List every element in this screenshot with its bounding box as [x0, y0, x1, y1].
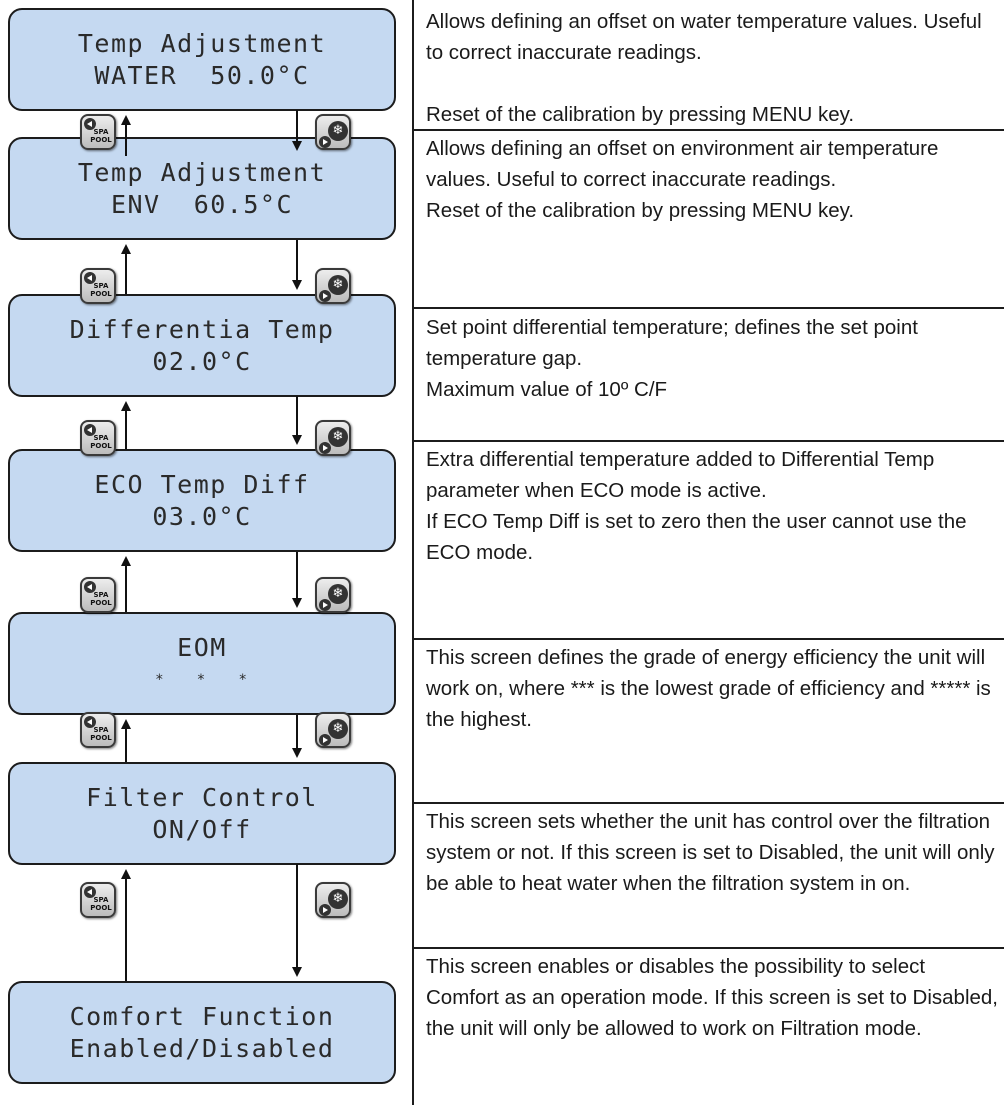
description-text: This screen sets whether the unit has co…	[426, 810, 995, 895]
table-row-divider	[412, 638, 1004, 640]
lcd-line-2: WATER 50.0°C	[94, 60, 310, 90]
description-zero-note: If ECO Temp Diff is set to zero then the…	[426, 510, 967, 564]
lcd-line-1: Differentia Temp	[69, 314, 335, 344]
lcd-line-1: Filter Control	[86, 782, 318, 812]
lcd-screen-water-temp-adjustment: Temp Adjustment WATER 50.0°C	[8, 8, 396, 111]
lcd-line-1: Temp Adjustment	[77, 157, 327, 187]
description-water-temp-adjustment: Allows defining an offset on water tempe…	[426, 6, 998, 130]
snowflake-key-icon: ❄	[315, 114, 351, 150]
description-comfort-function: This screen enables or disables the poss…	[426, 951, 998, 1044]
lcd-line-2: 02.0°C	[152, 346, 252, 376]
spa-pool-key-icon: SPA POOL	[80, 882, 116, 918]
description-reset-note: Reset of the calibration by pressing MEN…	[426, 199, 855, 222]
description-eom: This screen defines the grade of energy …	[426, 642, 998, 735]
lcd-screen-env-temp-adjustment: Temp Adjustment ENV 60.5°C	[8, 137, 396, 240]
lcd-screen-differential-temp: Differentia Temp 02.0°C	[8, 294, 396, 397]
description-eco-temp-diff: Extra differential temperature added to …	[426, 444, 998, 568]
snowflake-key-icon: ❄	[315, 577, 351, 613]
snowflake-key-icon: ❄	[315, 420, 351, 456]
table-row-divider	[412, 802, 1004, 804]
description-text: This screen defines the grade of energy …	[426, 646, 991, 731]
spa-pool-key-icon: SPA POOL	[80, 420, 116, 456]
description-max-note: Maximum value of 10º C/F	[426, 378, 668, 401]
spa-pool-key-icon: SPA POOL	[80, 268, 116, 304]
spa-pool-key-icon: SPA POOL	[80, 114, 116, 150]
lcd-line-1: ECO Temp Diff	[94, 469, 310, 499]
table-row-divider	[412, 947, 1004, 949]
description-env-temp-adjustment: Allows defining an offset on environment…	[426, 133, 998, 226]
lcd-line-2: ENV 60.5°C	[110, 189, 294, 219]
lcd-line-2: * * *	[155, 671, 249, 688]
lcd-screen-eco-temp-diff: ECO Temp Diff 03.0°C	[8, 449, 396, 552]
table-row-divider	[412, 129, 1004, 131]
lcd-line-1: EOM	[177, 632, 227, 662]
lcd-screen-comfort-function: Comfort Function Enabled/Disabled	[8, 981, 396, 1084]
spa-pool-key-icon: SPA POOL	[80, 712, 116, 748]
lcd-line-1: Temp Adjustment	[77, 28, 327, 58]
description-text: Allows defining an offset on water tempe…	[426, 10, 982, 64]
description-text: Allows defining an offset on environment…	[426, 137, 939, 191]
lcd-screen-eom: EOM * * *	[8, 612, 396, 715]
snowflake-key-icon: ❄	[315, 882, 351, 918]
table-row-divider	[412, 440, 1004, 442]
description-text: Extra differential temperature added to …	[426, 448, 935, 502]
lcd-line-1: Comfort Function	[69, 1001, 335, 1031]
description-filter-control: This screen sets whether the unit has co…	[426, 806, 998, 899]
snowflake-key-icon: ❄	[315, 712, 351, 748]
navigation-arrows	[121, 110, 302, 981]
spa-pool-key-icon: SPA POOL	[80, 577, 116, 613]
description-text: This screen enables or disables the poss…	[426, 955, 998, 1040]
description-differential-temp: Set point differential temperature; defi…	[426, 312, 998, 405]
lcd-line-2: ON/Off	[152, 814, 252, 844]
lcd-line-2: 03.0°C	[152, 501, 252, 531]
snowflake-key-icon: ❄	[315, 268, 351, 304]
table-row-divider	[412, 307, 1004, 309]
lcd-line-2: Enabled/Disabled	[69, 1033, 335, 1063]
table-vertical-rule	[412, 0, 414, 1105]
description-reset-note: Reset of the calibration by pressing MEN…	[426, 103, 855, 126]
description-text: Set point differential temperature; defi…	[426, 316, 918, 370]
lcd-screen-filter-control: Filter Control ON/Off	[8, 762, 396, 865]
